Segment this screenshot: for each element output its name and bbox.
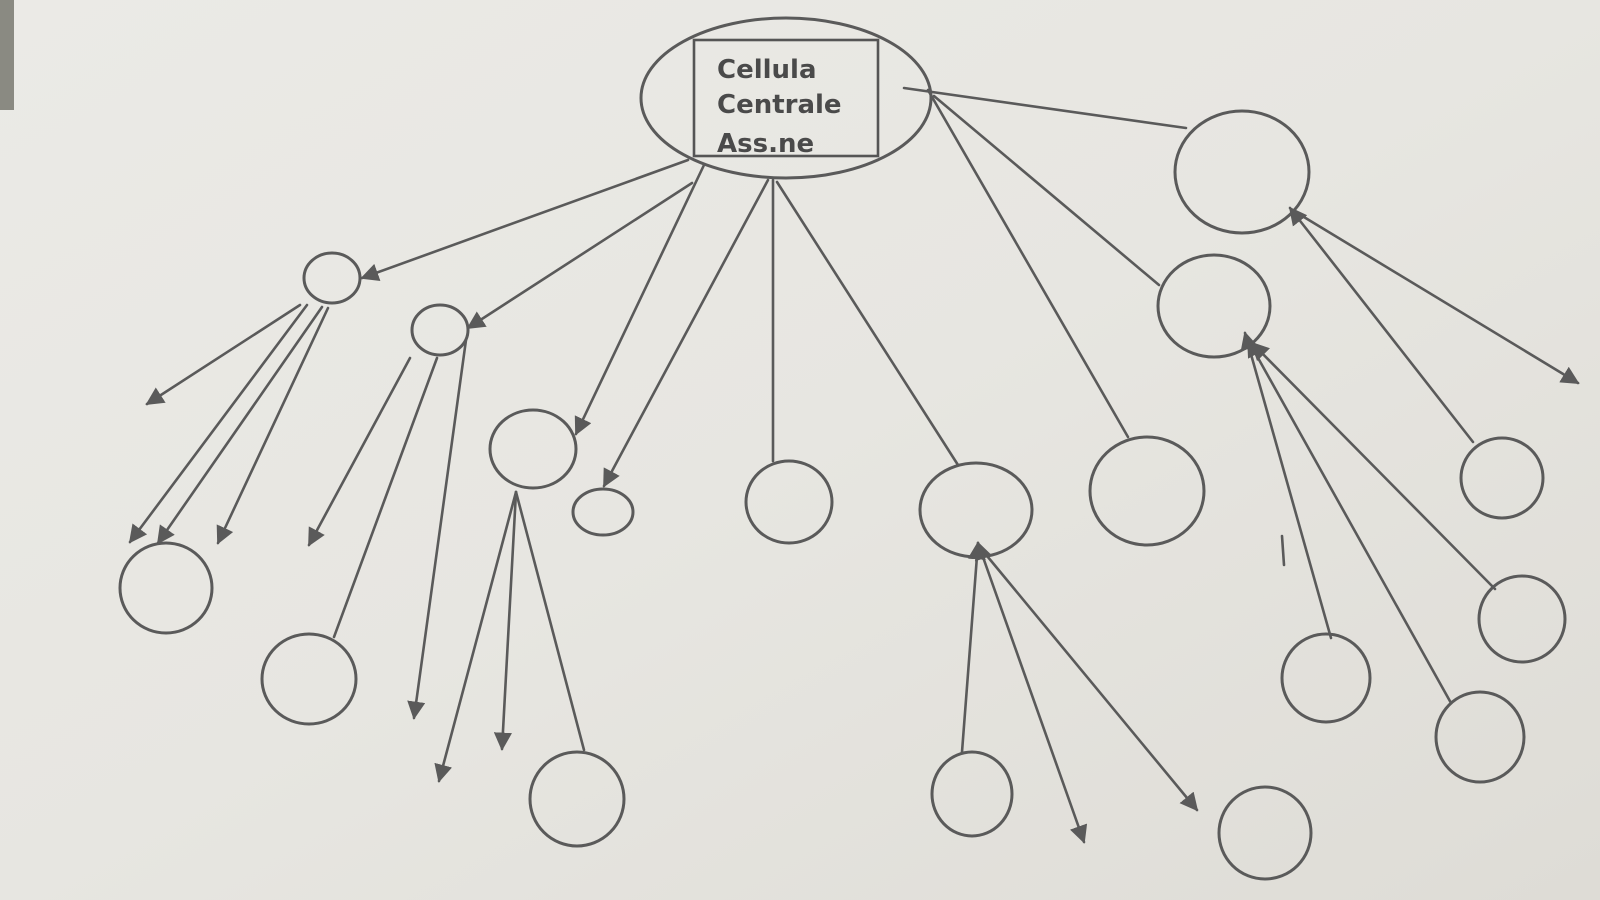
central-node-label-line-3: Ass.ne bbox=[717, 129, 814, 159]
edge-center-to-node-b bbox=[466, 181, 694, 330]
edge-c-to-open-1 bbox=[434, 490, 518, 783]
edge-a-to-a1-2 bbox=[156, 305, 324, 545]
edge-i-to-open bbox=[1292, 209, 1580, 385]
node-h3 bbox=[1477, 574, 1567, 664]
node-c1 bbox=[528, 750, 626, 848]
central-node: Cellula Centrale Ass.ne bbox=[639, 16, 933, 180]
edge-center-to-node-a bbox=[360, 158, 690, 281]
node-f bbox=[918, 461, 1034, 559]
edge-center-to-node-f bbox=[775, 180, 960, 467]
edge-center-to-node-h bbox=[932, 94, 1161, 287]
node-a1 bbox=[118, 541, 214, 635]
node-h bbox=[1156, 253, 1272, 359]
central-node-label-line-2: Centrale bbox=[717, 90, 842, 120]
edge-a-to-open-1 bbox=[145, 303, 302, 406]
edges bbox=[128, 86, 1580, 844]
node-h2 bbox=[1434, 690, 1526, 784]
edge-h2-to-h bbox=[1246, 338, 1453, 705]
node-f1 bbox=[930, 750, 1014, 838]
node-i1 bbox=[1459, 436, 1545, 520]
edge-open-to-f bbox=[974, 541, 1088, 844]
node-h1 bbox=[1280, 632, 1372, 724]
central-node-box bbox=[692, 38, 880, 158]
edge-a-to-open-2 bbox=[216, 306, 330, 545]
node-b1 bbox=[260, 632, 358, 726]
node-c bbox=[488, 408, 578, 490]
node-g bbox=[1088, 435, 1206, 547]
edge-h1-to-h bbox=[1240, 331, 1333, 640]
edge-a-to-a1-1 bbox=[128, 303, 309, 544]
edge-center-to-node-g bbox=[926, 88, 1130, 439]
edge-center-to-node-c bbox=[574, 163, 706, 436]
edge-h3-to-h bbox=[1250, 341, 1497, 591]
node-e bbox=[744, 459, 834, 545]
edge-center-to-node-i bbox=[902, 86, 1188, 130]
edge-b-to-open-1 bbox=[307, 356, 412, 547]
node-a bbox=[302, 251, 362, 305]
node-b bbox=[410, 303, 470, 357]
central-node-ellipse bbox=[639, 16, 933, 180]
edge-b-to-b1 bbox=[332, 356, 439, 639]
node-i bbox=[1173, 109, 1311, 235]
stray-mark bbox=[1280, 534, 1286, 567]
node-f2 bbox=[1217, 785, 1313, 881]
edge-c-to-c1 bbox=[514, 490, 586, 752]
node-d bbox=[571, 487, 635, 537]
edge-c-to-open-2 bbox=[493, 490, 518, 751]
edge-b-to-open-2 bbox=[407, 338, 468, 720]
desk-edge bbox=[0, 0, 14, 110]
nodes bbox=[118, 109, 1567, 881]
edge-i1-to-i bbox=[1288, 206, 1475, 444]
central-node-label-line-1: Cellula bbox=[717, 55, 817, 85]
edge-center-to-node-d bbox=[602, 178, 770, 488]
edge-f-to-f2 bbox=[976, 543, 1199, 812]
